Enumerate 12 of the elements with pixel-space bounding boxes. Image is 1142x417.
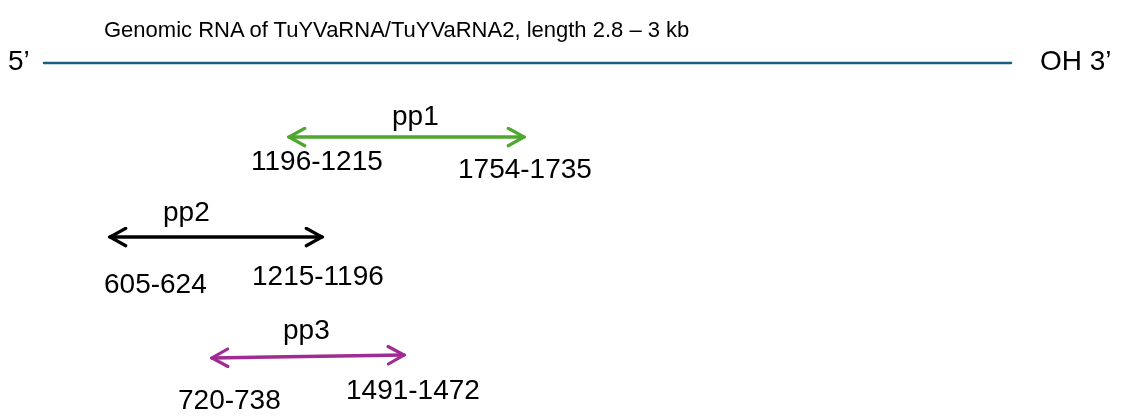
strand-end-label: 5’ [8,47,30,75]
primer-position-label: 1491-1472 [346,376,480,404]
primer-position-label: 605-624 [104,270,207,298]
primer-pair-label: pp1 [392,102,439,130]
strand-end-label: OH 3’ [1040,47,1112,75]
primer-position-label: 720-738 [178,386,281,414]
primer-pair-label: pp3 [283,316,330,344]
primer-position-label: 1215-1196 [252,262,384,290]
primer-position-label: 1196-1215 [251,147,383,175]
primer-position-label: 1754-1735 [458,155,592,183]
primer-pair-label: pp2 [163,198,210,226]
genome-title: Genomic RNA of TuYVaRNA/TuYVaRNA2, length 2.8 – 3 kb [104,19,690,41]
